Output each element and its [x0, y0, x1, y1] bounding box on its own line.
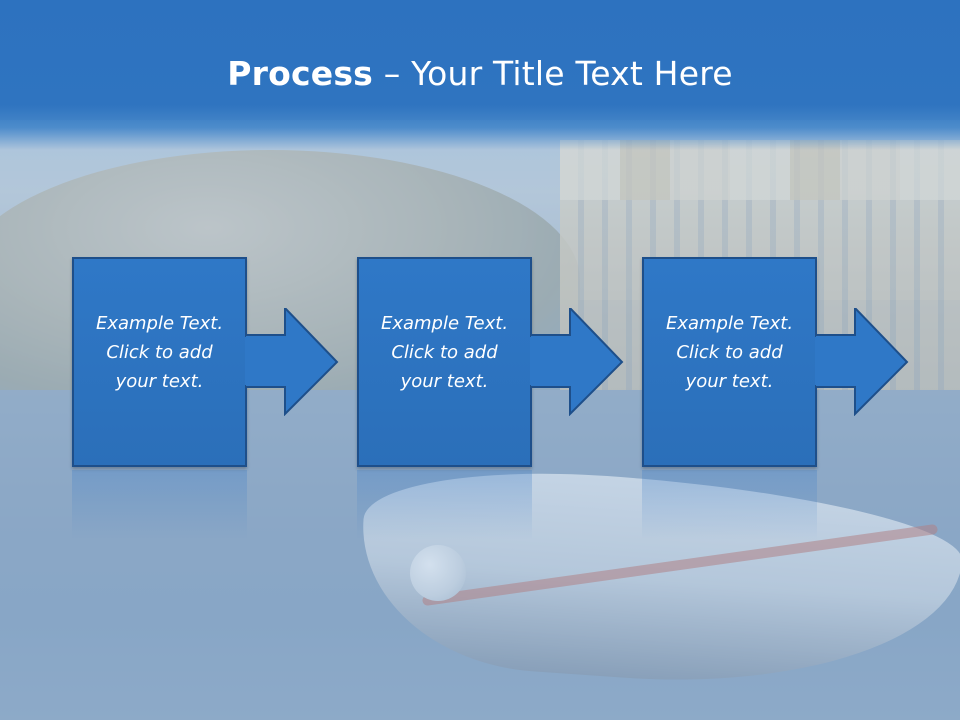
step-box[interactable]: [357, 257, 532, 467]
step-reflection: [72, 470, 247, 540]
step-reflection: [642, 470, 817, 540]
arrow-right-icon: [245, 308, 339, 416]
process-step-1[interactable]: Example Text. Click to add your text.: [72, 257, 247, 467]
slide-title-strong: Process: [227, 54, 374, 93]
step-text[interactable]: Example Text. Click to add your text.: [665, 313, 794, 392]
background-rooftops: [560, 140, 960, 200]
background-buoy: [410, 545, 466, 601]
process-step-2[interactable]: Example Text. Click to add your text.: [357, 257, 532, 467]
step-text[interactable]: Example Text. Click to add your text.: [380, 313, 509, 392]
title-band: [0, 0, 960, 150]
step-reflection: [357, 470, 532, 540]
step-text[interactable]: Example Text. Click to add your text.: [95, 313, 224, 392]
slide-title[interactable]: Process – Your Title Text Here: [0, 52, 960, 96]
step-box[interactable]: [642, 257, 817, 467]
process-step-3[interactable]: Example Text. Click to add your text.: [642, 257, 817, 467]
arrow-right-icon: [530, 308, 624, 416]
arrow-right-icon: [815, 308, 909, 416]
slide-title-rest: – Your Title Text Here: [373, 54, 733, 93]
step-box[interactable]: [72, 257, 247, 467]
